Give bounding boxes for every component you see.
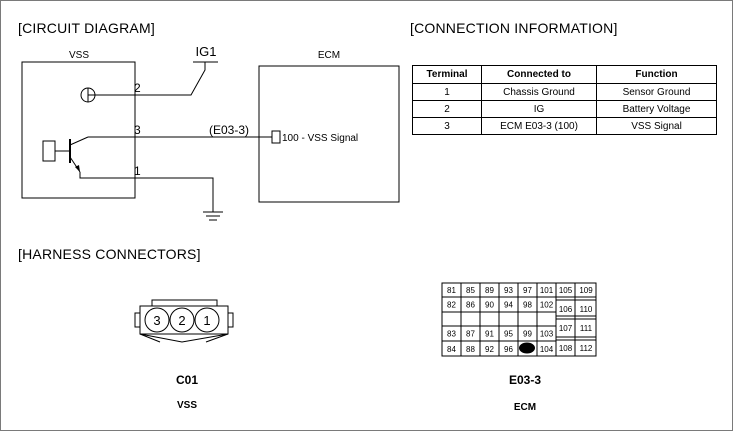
pin-1-label: 1 — [134, 164, 141, 178]
e03-3-connector: 81 85 89 93 97 101 82 86 90 94 98 102 83 87 91 95 99 103 8… — [441, 282, 597, 357]
table-cell: 3 — [412, 117, 482, 135]
transistor-collector — [69, 136, 89, 146]
pin-label: 101 — [540, 286, 554, 295]
pin-label: 96 — [504, 345, 513, 354]
pin-label: 86 — [466, 301, 475, 310]
pin-label: 103 — [540, 330, 554, 339]
vss-box — [21, 61, 136, 199]
ecm-box — [258, 65, 400, 203]
connection-information-heading: [CONNECTION INFORMATION] — [410, 20, 618, 36]
pin-label: 88 — [466, 345, 475, 354]
pin-label: 85 — [466, 286, 475, 295]
pin-label: 82 — [447, 301, 456, 310]
pin-label: 106 — [559, 305, 573, 314]
table-cell: Chassis Ground — [481, 83, 597, 101]
pin-label: 107 — [559, 324, 573, 333]
pin-label: 102 — [540, 301, 554, 310]
c01-top-lock — [151, 299, 218, 307]
table-cell: IG — [481, 100, 597, 118]
pin-label: 91 — [485, 330, 494, 339]
pin-label: 92 — [485, 345, 494, 354]
pin-label: 99 — [523, 330, 532, 339]
pin-label: 109 — [579, 286, 593, 295]
pin-label: 104 — [540, 345, 554, 354]
c01-pin-2 — [169, 307, 195, 333]
ecm-pin-label: 100 - VSS Signal — [282, 133, 358, 144]
pin-label: 98 — [523, 301, 532, 310]
table-cell: ECM E03-3 (100) — [481, 117, 597, 135]
circuit-diagram-heading: [CIRCUIT DIAGRAM] — [18, 20, 155, 36]
header-connected-to: Connected to — [481, 65, 597, 84]
vss-label: VSS — [69, 50, 89, 61]
table-cell: 1 — [412, 83, 482, 101]
e03-3-name-caption: ECM — [513, 402, 537, 413]
header-terminal: Terminal — [412, 65, 482, 84]
c01-pin-1-label: 1 — [203, 313, 210, 328]
ground-wire — [79, 172, 214, 212]
c01-pin-2-label: 2 — [178, 313, 185, 328]
pin-label: 93 — [504, 286, 513, 295]
c01-pin-3 — [144, 307, 170, 333]
c01-connector: 3 2 1 — [134, 299, 234, 343]
pin-label: 84 — [447, 345, 456, 354]
pin-label: 87 — [466, 330, 475, 339]
pin-label: 95 — [504, 330, 513, 339]
table-header-row: Terminal Connected to Function — [412, 65, 717, 84]
c01-pin-1 — [194, 307, 220, 333]
ecm-pin-100 — [271, 130, 281, 144]
pin-label: 81 — [447, 286, 456, 295]
c01-right-latch — [227, 312, 234, 328]
table-cell: VSS Signal — [596, 117, 717, 135]
table-cell: Sensor Ground — [596, 83, 717, 101]
pin-label: 90 — [485, 301, 494, 310]
c01-code-caption: C01 — [175, 373, 198, 387]
pin-label: 110 — [580, 305, 593, 314]
ecm-label: ECM — [318, 50, 340, 61]
pin-label: 89 — [485, 286, 494, 295]
c01-pin-3-label: 3 — [153, 313, 160, 328]
pin-label: 112 — [580, 344, 593, 353]
connection-information-table: Terminal Connected to Function 1 Chassis… — [412, 65, 717, 135]
e03-3-pin-labels: 81 85 89 93 97 101 82 86 90 94 98 102 83 87 91 95 99 103 8… — [447, 286, 593, 354]
ig1-wire — [135, 62, 206, 96]
pin-label: 94 — [504, 301, 513, 310]
pin-3-label: 3 — [134, 123, 141, 137]
pin-label: 97 — [523, 286, 532, 295]
table-row: 2 IG Battery Voltage — [412, 100, 717, 118]
table-row: 1 Chassis Ground Sensor Ground — [412, 83, 717, 101]
pin-2-label: 2 — [134, 81, 141, 95]
harness-connectors-heading: [HARNESS CONNECTORS] — [18, 246, 201, 262]
c01-left-latch — [134, 312, 141, 328]
e03-3-pin-100-marker — [519, 342, 535, 354]
pin-label: 108 — [559, 344, 573, 353]
ig1-label: IG1 — [196, 44, 217, 59]
sensor-element — [42, 140, 56, 162]
pin-label: 83 — [447, 330, 456, 339]
pin-label: 111 — [580, 324, 593, 333]
c01-chamfer-left — [139, 333, 161, 343]
emitter-arrow — [75, 165, 80, 172]
header-function: Function — [596, 65, 717, 84]
e03-3-code-caption: E03-3 — [508, 373, 542, 387]
c01-bottom-edge — [139, 333, 229, 343]
table-cell: 2 — [412, 100, 482, 118]
c01-chamfer-right — [205, 333, 229, 343]
pin-label: 105 — [559, 286, 573, 295]
wire-connector-ref: (E03-3) — [209, 123, 249, 137]
c01-name-caption: VSS — [176, 400, 197, 411]
table-cell: Battery Voltage — [596, 100, 717, 118]
table-row: 3 ECM E03-3 (100) VSS Signal — [412, 117, 717, 135]
